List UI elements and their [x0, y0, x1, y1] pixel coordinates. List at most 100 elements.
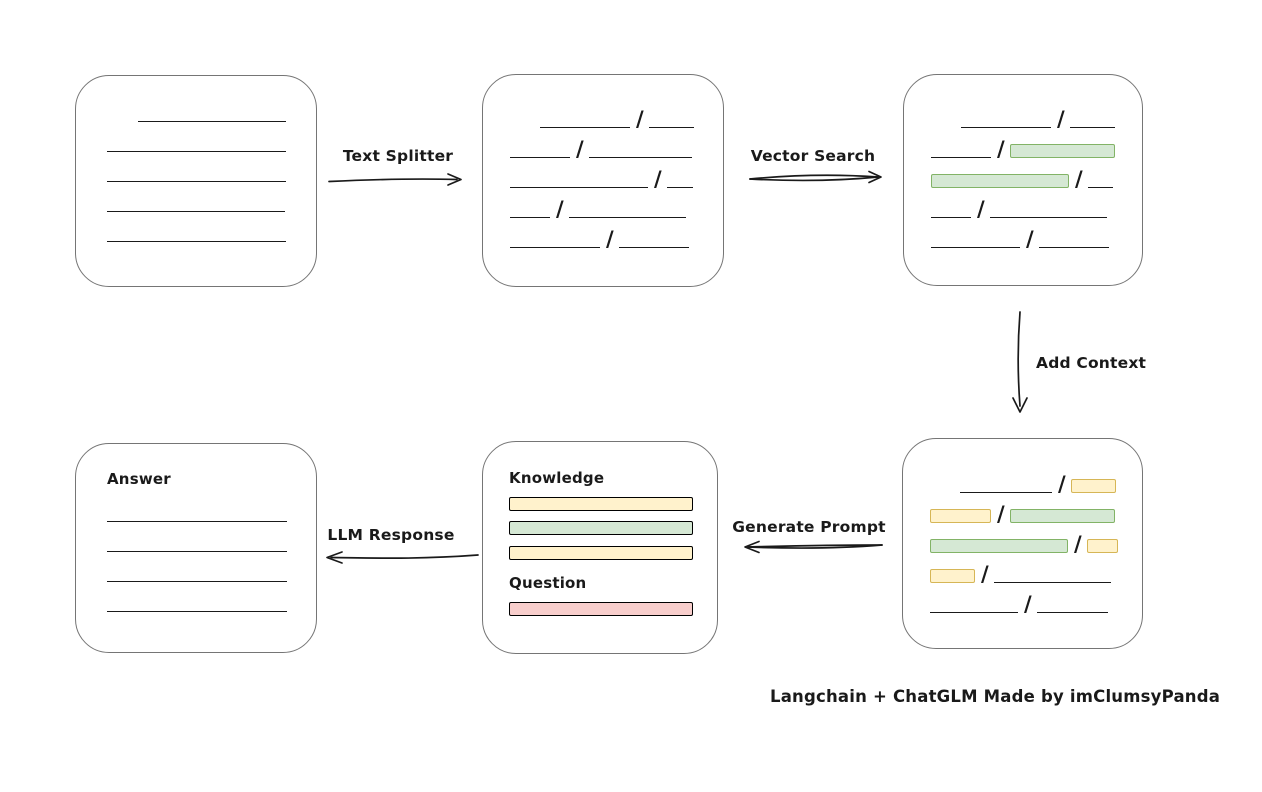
text-slash: /: [556, 197, 564, 221]
prompt-contents: Knowledge Question: [483, 469, 717, 616]
text-line: [107, 151, 286, 152]
question-bars: [509, 602, 693, 616]
text-line: [510, 217, 550, 218]
document-text-lines: [76, 76, 316, 242]
text-row: /: [931, 98, 1142, 130]
text-row: /: [510, 218, 723, 251]
text-line: [510, 157, 570, 158]
answer-label: Answer: [107, 470, 171, 488]
text-splitter-label: Text Splitter: [342, 147, 454, 165]
text-slash: /: [1024, 592, 1032, 616]
question-label: Question: [509, 574, 587, 592]
answer-text-lines: [76, 489, 316, 612]
vector-search-label: Vector Search: [750, 147, 876, 165]
text-slash: /: [977, 197, 985, 221]
text-row: /: [931, 218, 1142, 250]
text-line: [666, 187, 693, 188]
document-box: [75, 75, 317, 287]
text-chunks-box: / / / / /: [482, 74, 724, 287]
text-slash: /: [1075, 167, 1083, 191]
text-slash: /: [997, 137, 1005, 161]
text-line: [1038, 247, 1109, 248]
matched-chunk-lines: /////: [904, 75, 1142, 250]
text-line: [648, 127, 694, 128]
text-row: /: [510, 158, 723, 191]
text-slash: /: [981, 562, 989, 586]
text-row: /: [510, 98, 723, 131]
add-context-arrow-down-icon: [1012, 311, 1028, 413]
text-indent: [931, 127, 961, 128]
text-slash: /: [1074, 532, 1082, 556]
yellow-highlight-bar: [1070, 479, 1116, 493]
text-line: [930, 612, 1018, 613]
green-highlight-bar: [930, 539, 1068, 553]
knowledge-bars: [509, 497, 693, 560]
green-highlight-bar: [931, 174, 1069, 188]
text-indent: [930, 492, 960, 493]
text-line: [107, 521, 287, 522]
text-row: [107, 492, 316, 522]
text-line: [107, 241, 286, 242]
green-highlight-bar: [1009, 509, 1115, 523]
answer-box: Answer: [75, 443, 317, 653]
text-row: /: [931, 128, 1142, 161]
chunked-text-lines: / / / / /: [483, 75, 723, 251]
question-red-bar: [509, 602, 693, 616]
knowledge-green-bar: [509, 521, 693, 535]
text-slash: /: [1058, 472, 1066, 496]
text-row: [107, 522, 316, 552]
text-row: /: [930, 493, 1142, 526]
text-row: /: [510, 128, 723, 161]
yellow-highlight-bar: [1086, 539, 1118, 553]
text-slash: /: [576, 137, 584, 161]
text-line: [510, 187, 648, 188]
green-highlight-bar: [1009, 144, 1115, 158]
vector-search-arrow-right-icon: [749, 170, 882, 184]
text-line: [107, 611, 287, 612]
knowledge-yellow-bar: [509, 546, 693, 560]
text-line: [618, 247, 689, 248]
prompt-box: Knowledge Question: [482, 441, 718, 654]
text-row: /: [930, 523, 1142, 556]
text-line: [993, 582, 1111, 583]
text-slash: /: [997, 502, 1005, 526]
context-box: / / / / /: [902, 438, 1143, 649]
text-line: [1069, 127, 1115, 128]
text-line: [107, 551, 287, 552]
text-line: [931, 157, 991, 158]
text-slash: /: [606, 227, 614, 251]
text-row: [107, 92, 316, 122]
text-row: [107, 182, 316, 212]
text-line: [931, 247, 1020, 248]
text-line: [960, 492, 1052, 493]
text-line: [961, 127, 1051, 128]
text-indent: [107, 121, 138, 122]
text-row: [107, 212, 316, 242]
generate-prompt-arrow-left-icon: [744, 540, 883, 554]
text-line: [107, 581, 287, 582]
text-line: [107, 211, 285, 212]
text-line: [568, 217, 686, 218]
generate-prompt-label: Generate Prompt: [732, 518, 886, 536]
text-row: /: [930, 553, 1142, 586]
text-line: [931, 217, 971, 218]
text-line: [138, 121, 286, 122]
llm-response-label: LLM Response: [327, 526, 455, 544]
text-row: /: [931, 188, 1142, 221]
text-slash: /: [654, 167, 662, 191]
text-slash: /: [636, 107, 644, 131]
context-chunk-lines: / / / / /: [903, 439, 1142, 616]
text-row: /: [510, 188, 723, 221]
text-line: [107, 181, 286, 182]
llm-response-arrow-left-icon: [326, 551, 479, 564]
text-indent: [510, 127, 540, 128]
vector-search-results-box: /////: [903, 74, 1143, 286]
text-line: [1087, 187, 1113, 188]
text-row: [107, 122, 316, 152]
diagram-caption: Langchain + ChatGLM Made by imClumsyPand…: [770, 687, 1221, 706]
text-line: [510, 247, 600, 248]
text-line: [1036, 612, 1108, 613]
text-row: /: [930, 583, 1142, 616]
text-line: [989, 217, 1107, 218]
